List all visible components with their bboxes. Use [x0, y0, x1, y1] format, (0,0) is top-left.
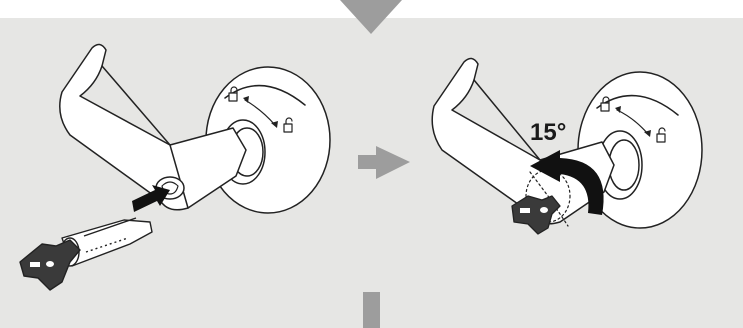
down-connector-icon	[363, 292, 380, 328]
rotation-angle-label: 15°	[530, 119, 566, 146]
